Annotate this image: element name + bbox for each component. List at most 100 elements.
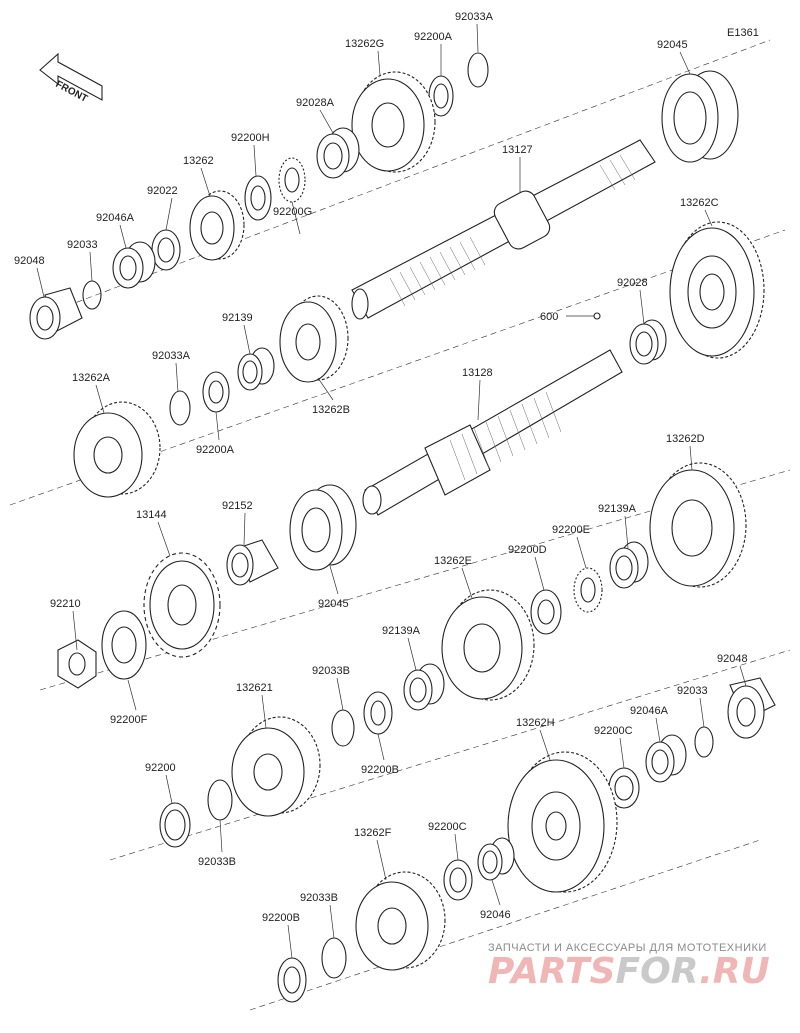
- label-92028: 92028: [617, 277, 648, 289]
- label-92200c-lower: 92200C: [428, 821, 467, 833]
- label-92046: 92046: [480, 909, 511, 921]
- washer-92200a-mid: [202, 371, 230, 413]
- gear-13262d: [649, 462, 747, 588]
- label-92210: 92210: [50, 598, 81, 610]
- label-92139: 92139: [222, 312, 253, 324]
- washer-92200f: [101, 610, 147, 680]
- label-92033b-left: 92033B: [198, 856, 236, 868]
- label-92028a: 92028A: [296, 97, 335, 109]
- label-92033b-mid: 92033B: [312, 665, 350, 677]
- collar-92048-top: [29, 287, 83, 340]
- label-13127: 13127: [502, 144, 533, 156]
- watermark-brand-b: FOR: [616, 951, 700, 992]
- label-92139a-upper: 92139A: [598, 503, 637, 515]
- collar-92048-right: [727, 677, 776, 739]
- label-92200b-bottom: 92200B: [262, 912, 300, 924]
- needle-bearing-92046: [477, 837, 515, 881]
- oil-point-600: [593, 312, 601, 320]
- label-92200a-mid: 92200A: [196, 444, 235, 456]
- needle-bearing-92046a-right: [645, 734, 687, 783]
- label-92200c-right: 92200C: [594, 725, 633, 737]
- label-13262h: 13262H: [516, 717, 555, 729]
- watermark: ЗАПЧАСТИ И АКСЕССУАРЫ ДЛЯ МОТОТЕХНИКИ PA…: [488, 942, 770, 992]
- gear-13262b: [279, 295, 349, 383]
- gear-13262: [189, 190, 245, 261]
- label-92033a-mid: 92033A: [152, 350, 191, 362]
- circlip-92033a-top: [467, 52, 489, 88]
- label-92152: 92152: [222, 500, 253, 512]
- shaft-13127: [351, 139, 656, 320]
- diagram-code: E1361: [727, 27, 759, 39]
- circlip-92033a-mid: [169, 390, 191, 426]
- washer-92200: [159, 802, 191, 848]
- circlip-92033-top: [82, 280, 102, 310]
- watermark-brand-c: .RU: [699, 951, 770, 992]
- gear-13262c: [669, 221, 765, 359]
- needle-bearing-92028: [629, 319, 667, 365]
- circlip-92033b-mid: [331, 709, 355, 747]
- label-92200: 92200: [145, 762, 176, 774]
- label-92045-mid: 92045: [318, 598, 349, 610]
- washer-92200c-lower: [443, 859, 473, 901]
- washer-92200g: [278, 157, 306, 203]
- label-13262f: 13262F: [354, 827, 392, 839]
- label-92033-top: 92033: [67, 239, 98, 251]
- circlip-92033b-left: [207, 779, 233, 821]
- label-92033a-top: 92033A: [455, 11, 494, 23]
- label-13262a: 13262A: [72, 372, 111, 384]
- label-92046a-right: 92046A: [630, 705, 669, 717]
- sprocket-13144: [143, 552, 221, 658]
- gear-13262h: [507, 751, 618, 893]
- bushing-92139a-upper: [609, 541, 649, 589]
- label-92139a-lower: 92139A: [382, 625, 421, 637]
- bearing-92045-mid: [289, 484, 357, 571]
- label-13262g: 13262G: [345, 38, 384, 50]
- label-92200b-mid: 92200B: [361, 764, 399, 776]
- washer-92200b-bottom: [277, 957, 307, 1003]
- washer-92022: [151, 229, 181, 271]
- label-13144: 13144: [136, 509, 167, 521]
- circlip-92033b-bottom: [321, 937, 347, 979]
- needle-bearing-92028a: [316, 127, 360, 179]
- watermark-brand: PARTSFOR.RU: [488, 951, 770, 992]
- label-13128: 13128: [462, 367, 493, 379]
- label-13262b: 13262B: [312, 404, 350, 416]
- label-132621: 132621: [236, 682, 273, 694]
- gear-13262e: [441, 589, 535, 701]
- label-13262d: 13262D: [666, 433, 705, 445]
- gear-13262g: [351, 71, 436, 173]
- nut-92210: [57, 639, 97, 689]
- label-92048-top: 92048: [14, 255, 45, 267]
- front-direction-arrow: FRONT: [39, 52, 103, 105]
- bushing-92139a-lower: [403, 663, 445, 711]
- label-92048-right: 92048: [717, 653, 748, 665]
- label-92033-right: 92033: [677, 685, 708, 697]
- label-92200h: 92200H: [231, 132, 270, 144]
- gear-13262a: [73, 401, 161, 498]
- gear-13262f: [355, 871, 446, 971]
- watermark-tagline: ЗАПЧАСТИ И АКСЕССУАРЫ ДЛЯ МОТОТЕХНИКИ: [488, 942, 767, 954]
- washer-92200h: [244, 175, 272, 221]
- leader-lines: [36, 23, 747, 959]
- washer-92200b-mid: [363, 691, 393, 735]
- watermark-brand-a: PARTS: [488, 951, 616, 992]
- collar-92152: [226, 539, 279, 586]
- label-600: 600: [540, 311, 558, 323]
- label-92200e: 92200E: [552, 524, 590, 536]
- label-92022: 92022: [147, 185, 178, 197]
- washer-92200d: [530, 589, 562, 635]
- bearing-92045-top: [661, 70, 739, 163]
- label-92200a-top: 92200A: [414, 31, 453, 43]
- label-92046a-top: 92046A: [96, 212, 135, 224]
- label-92200g: 92200G: [273, 206, 312, 218]
- needle-bearing-92046a-top: [112, 241, 156, 289]
- label-13262e: 13262E: [434, 555, 472, 567]
- washer-92200e: [573, 567, 603, 613]
- shaft-13128: [362, 349, 623, 516]
- label-13262c: 13262C: [680, 197, 719, 209]
- circlip-92033-right: [694, 726, 714, 758]
- label-92200d: 92200D: [508, 544, 547, 556]
- label-92033b-bottom: 92033B: [300, 892, 338, 904]
- label-92200f: 92200F: [110, 714, 148, 726]
